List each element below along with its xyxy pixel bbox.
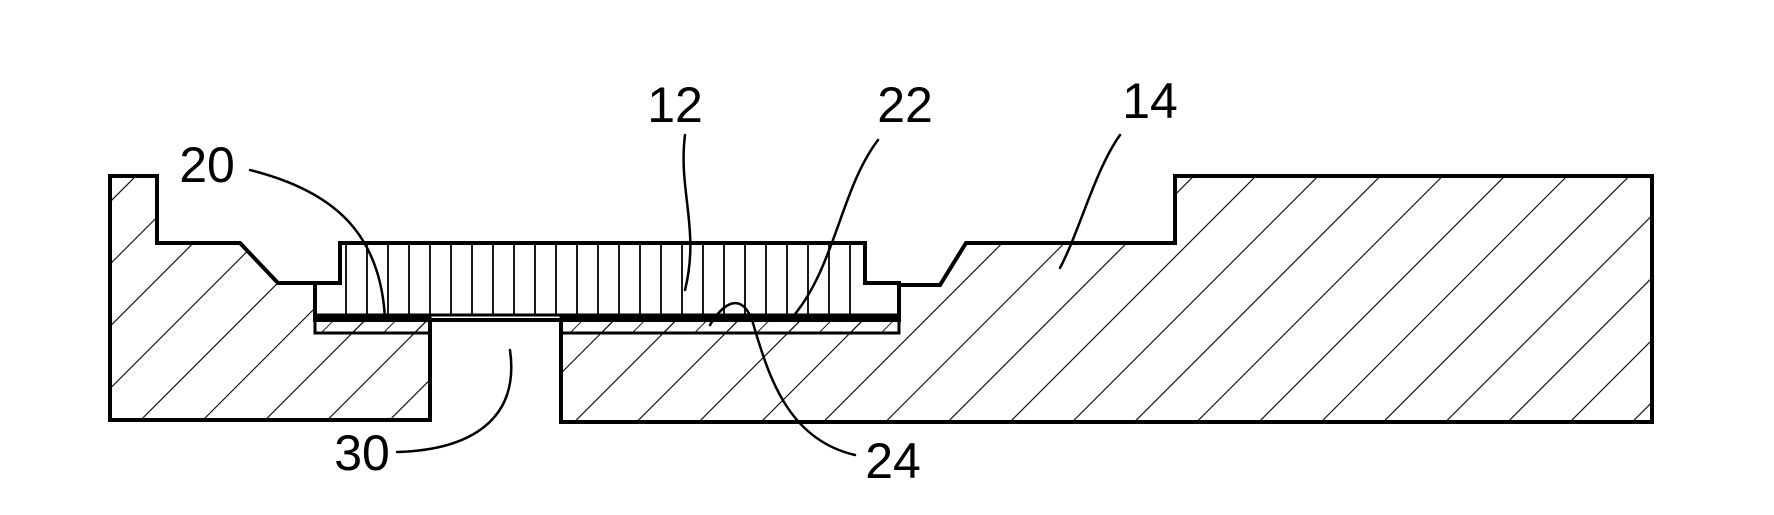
thin-layer-left: [315, 317, 430, 333]
label-20: 20: [179, 137, 235, 193]
thin-layer-right: [561, 317, 899, 333]
element-body: [340, 243, 865, 315]
label-24: 24: [865, 433, 921, 489]
label-12: 12: [647, 77, 703, 133]
label-30: 30: [334, 425, 390, 481]
label-14: 14: [1122, 73, 1178, 129]
label-22: 22: [877, 77, 933, 133]
